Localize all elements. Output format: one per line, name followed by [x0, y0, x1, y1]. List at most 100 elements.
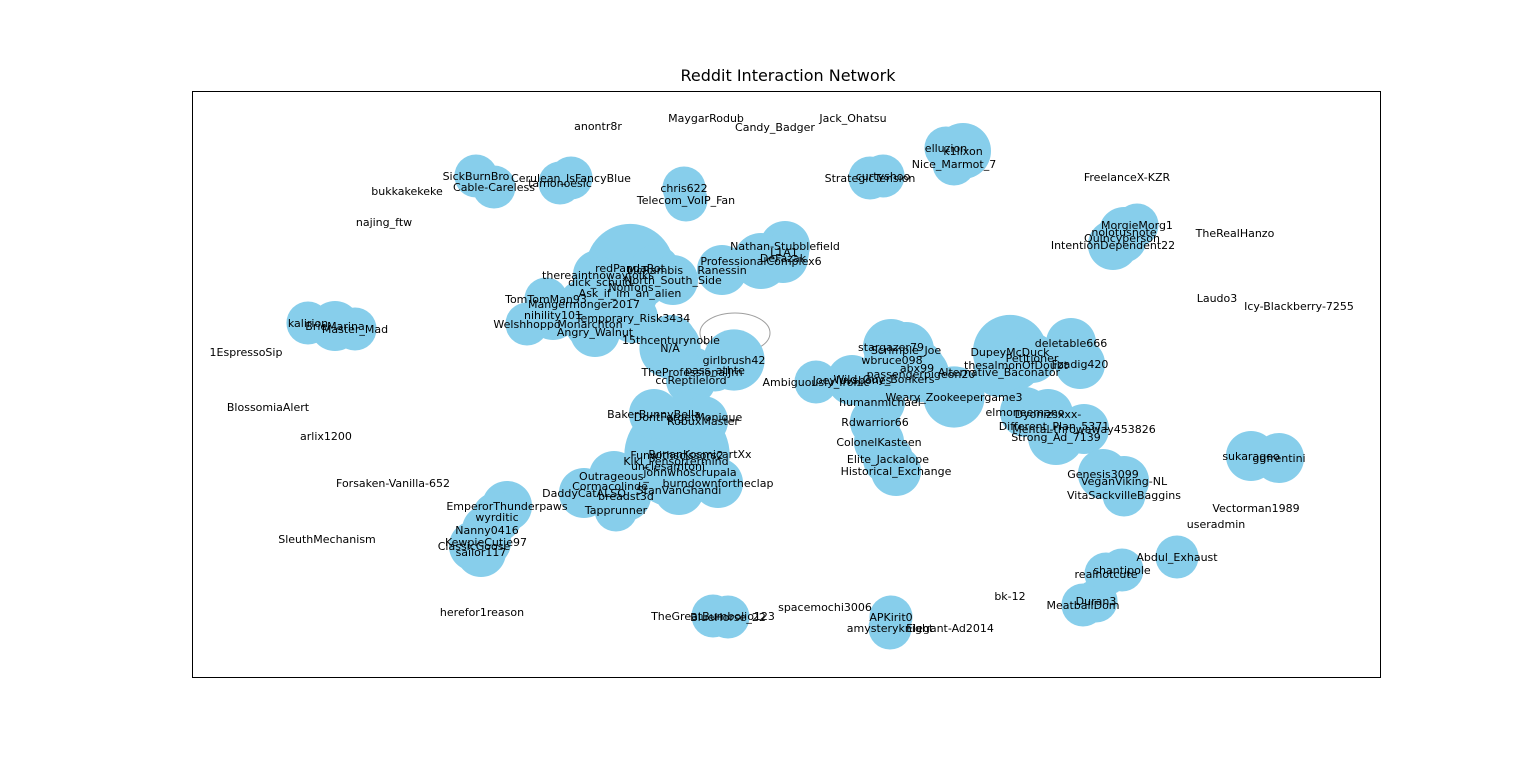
node-label: realnotcute [1075, 568, 1138, 581]
node-label: APKirit0 [869, 611, 912, 624]
node-label: Nathan-Stubblefield [730, 240, 840, 253]
plot-frame [192, 91, 1381, 678]
node-label: ColonelKasteen [836, 436, 921, 449]
node-68 [1054, 338, 1106, 390]
node-label: Quincyperson [1084, 232, 1160, 245]
node-label: bk-12 [994, 590, 1025, 603]
node-label: RonanKosmicartXx [648, 448, 752, 461]
node-96 [692, 457, 744, 509]
node-label: elluzion [925, 142, 967, 155]
node-label: useradmin [1187, 518, 1245, 531]
node-label: Cerulean_IsFancyBlue [511, 172, 631, 185]
node-label: amysteryknight [847, 622, 934, 635]
node-label: SickBurnBro [443, 170, 510, 183]
node-label: Master_Mad [322, 323, 388, 336]
node-label: anontr8r [574, 120, 622, 133]
node-label: Ambiguously_Ironic [762, 376, 869, 389]
node-label: Ask_if_im_an_alien [579, 287, 682, 300]
node-label: VitaSackvilleBaggins [1067, 489, 1181, 502]
node-label: Kiki_Pensortermind [623, 455, 728, 468]
node-label: MeatballDom [1046, 599, 1119, 612]
node-label: nolotusnote [1091, 226, 1157, 239]
node-116 [1061, 583, 1105, 627]
node-label: Funwithscissors2 [630, 449, 723, 462]
node-label: Petitioner [1006, 352, 1059, 365]
node-44 [505, 302, 549, 346]
node-label: Abdul_Exhaust [1136, 551, 1218, 564]
node-label: BakerBunnyBella [607, 408, 701, 421]
node-label: ggfrentini [1252, 452, 1305, 465]
node-label: RobuxMaster [667, 415, 739, 428]
node-label: breadst3d [598, 490, 654, 503]
node-label: najing_ftw [356, 216, 412, 229]
node-label: TheProfessionalJrn [640, 366, 742, 379]
node-58 [794, 360, 838, 404]
node-label: thesalmonOfDoubt [964, 359, 1069, 372]
node-label: Duran3 [1076, 595, 1117, 608]
node-label: johnwhoscrupala [642, 466, 736, 479]
node-label: Nonfons [608, 281, 654, 294]
node-69 [973, 346, 1025, 398]
node-label: Joeyluvsbones [812, 374, 892, 387]
node-label: Mental-throwaway453826 [1012, 423, 1156, 436]
node-label: Vectorman1989 [1212, 502, 1299, 515]
node-100 [1102, 473, 1146, 517]
node-label: MaygarRodub [668, 112, 744, 125]
node-label: Weary_Zookeepergame3 [885, 391, 1022, 404]
node-label: StanVanGhandi [637, 484, 722, 497]
node-8 [472, 165, 516, 209]
node-label: Cable-Careless [453, 181, 535, 194]
node-label: Historical_Exchange [841, 465, 952, 478]
node-label: Alternative_Baconator [938, 366, 1061, 379]
node-15 [861, 154, 905, 198]
node-label: TheGreatBumbolio123 [650, 610, 775, 623]
node-label: Temporary_Risk3434 [575, 312, 691, 325]
nodes-layer [286, 123, 1305, 650]
node-label: DontForgetMonique [634, 411, 743, 424]
node-label: wyrditic [475, 511, 518, 524]
node-80 [677, 395, 729, 447]
node-label: Monarchton [557, 318, 622, 331]
node-label: arlix1200 [300, 430, 352, 443]
node-51 [693, 348, 737, 392]
node-label: Candy_Badger [735, 121, 815, 134]
node-46 [569, 306, 621, 358]
node-99 [653, 464, 705, 516]
node-label: MorgieMorg1 [1101, 219, 1173, 232]
node-111 [1155, 535, 1199, 579]
node-label: pass_athte [685, 364, 745, 377]
node-109 [455, 526, 507, 578]
node-label: curtyshoo [856, 170, 911, 183]
node-label: Jack_Ohatsu [818, 112, 886, 125]
node-label: FreelanceX-KZR [1084, 171, 1171, 184]
node-26 [757, 232, 809, 284]
node-label: BrieMarina [305, 320, 364, 333]
node-label: Laudo3 [1197, 292, 1238, 305]
node-label: chris622 [660, 182, 707, 195]
node-label: SleuthMechanism [278, 533, 376, 546]
node-103 [594, 488, 638, 532]
node-label: Telecom_VoIP_Fan [636, 194, 735, 207]
node-label: BlossomiaAlert [227, 401, 310, 414]
node-label: elmoneemano [986, 406, 1065, 419]
node-label: burndownfortheclap [663, 477, 774, 490]
node-label: Icy-Blackberry-7255 [1244, 300, 1354, 313]
node-label: thereaintnowayfolks [542, 269, 654, 282]
node-label: Nanny0416 [455, 524, 518, 537]
node-label: unclesamtoni [631, 460, 705, 473]
labels-layer: anontr8r MaygarRodubCandy_BadgerJack_Ohat… [210, 112, 1354, 635]
node-label: DeFazak [760, 252, 807, 265]
node-label: KewpieCutie97 [445, 536, 527, 549]
node-label: Different_Plan_5371 [999, 420, 1110, 433]
node-43 [607, 292, 659, 344]
node-label: TheRealHanzo [1195, 227, 1275, 240]
node-label: Elite_Jackalope [847, 453, 929, 466]
node-32 [647, 254, 699, 306]
node-label: Cormacolinde [572, 480, 648, 493]
node-label: sailor117 [456, 546, 507, 559]
node-label: tamonoesic [528, 177, 592, 190]
node-label: ccReptilelord [655, 374, 726, 387]
node-label: Outrageous_ [579, 470, 649, 483]
node-label: sukarageo [1222, 450, 1280, 463]
